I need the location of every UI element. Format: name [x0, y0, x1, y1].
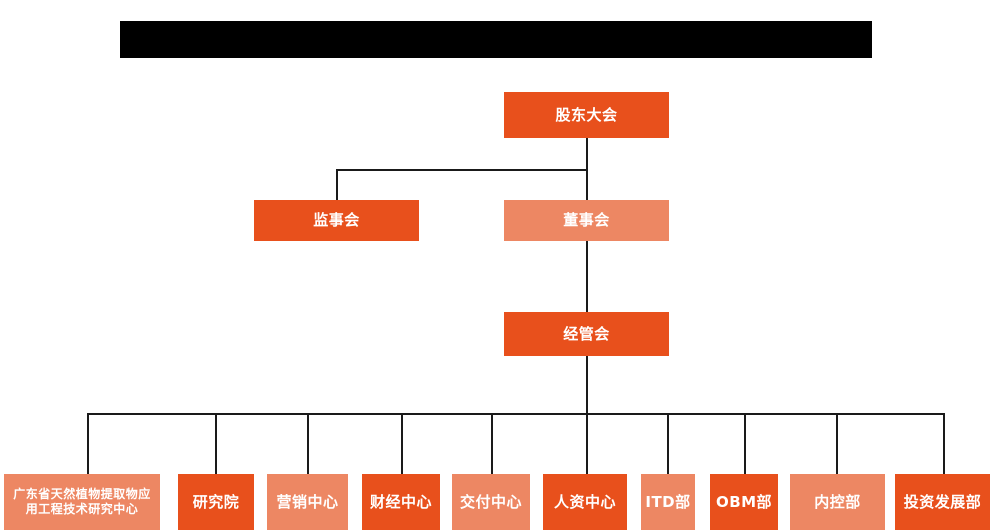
- node-shareholders-meeting[interactable]: 股东大会: [504, 92, 669, 138]
- redacted-title-bar: [120, 21, 872, 58]
- connector-drop-dept-5: [491, 413, 493, 474]
- connector-drop-dept-3: [307, 413, 309, 474]
- connector-drop-dept-2: [215, 413, 217, 474]
- node-management-committee-label: 经管会: [563, 324, 610, 343]
- connector-management-to-bus: [586, 356, 588, 415]
- node-department-delivery-center[interactable]: 交付中心: [452, 474, 530, 530]
- connector-directors-to-management: [586, 241, 588, 312]
- node-department-obm[interactable]: OBM部: [710, 474, 778, 530]
- connector-drop-dept-1: [87, 413, 89, 474]
- node-department-label: 交付中心: [459, 492, 522, 511]
- connector-drop-dept-6: [586, 413, 588, 474]
- node-department-finance-center[interactable]: 财经中心: [362, 474, 440, 530]
- connector-department-bus: [87, 413, 943, 415]
- node-department-guangdong-research-center[interactable]: 广东省天然植物提取物应 用工程技术研究中心: [4, 474, 160, 530]
- node-board-of-directors[interactable]: 董事会: [504, 200, 669, 241]
- node-department-label: 投资发展部: [903, 492, 982, 511]
- connector-split-to-directors: [586, 169, 588, 200]
- node-department-label: 人资中心: [553, 492, 616, 511]
- node-department-label: 广东省天然植物提取物应 用工程技术研究中心: [13, 487, 151, 516]
- connector-drop-dept-7: [667, 413, 669, 474]
- connector-drop-dept-10: [943, 413, 945, 474]
- connector-shareholders-to-split: [586, 138, 588, 170]
- node-department-internal-control[interactable]: 内控部: [790, 474, 885, 530]
- node-department-label: ITD部: [645, 492, 691, 511]
- node-shareholders-meeting-label: 股东大会: [555, 105, 618, 124]
- node-board-of-supervisors-label: 监事会: [313, 211, 360, 230]
- node-department-hr-center[interactable]: 人资中心: [543, 474, 627, 530]
- node-management-committee[interactable]: 经管会: [504, 312, 669, 356]
- node-department-investment-development[interactable]: 投资发展部: [895, 474, 990, 530]
- node-department-label: 研究院: [192, 492, 240, 511]
- connector-split-horizontal: [336, 169, 588, 171]
- connector-drop-dept-4: [401, 413, 403, 474]
- connector-drop-dept-9: [836, 413, 838, 474]
- connector-split-to-supervisors: [336, 169, 338, 200]
- node-department-label: 财经中心: [369, 492, 432, 511]
- node-department-label: 营销中心: [276, 492, 339, 511]
- node-board-of-directors-label: 董事会: [563, 211, 610, 230]
- node-department-itd[interactable]: ITD部: [641, 474, 695, 530]
- connector-drop-dept-8: [744, 413, 746, 474]
- node-department-label: OBM部: [715, 492, 773, 511]
- node-board-of-supervisors[interactable]: 监事会: [254, 200, 419, 241]
- node-department-research-institute[interactable]: 研究院: [178, 474, 254, 530]
- node-department-label: 内控部: [814, 492, 861, 511]
- node-department-marketing-center[interactable]: 营销中心: [267, 474, 348, 530]
